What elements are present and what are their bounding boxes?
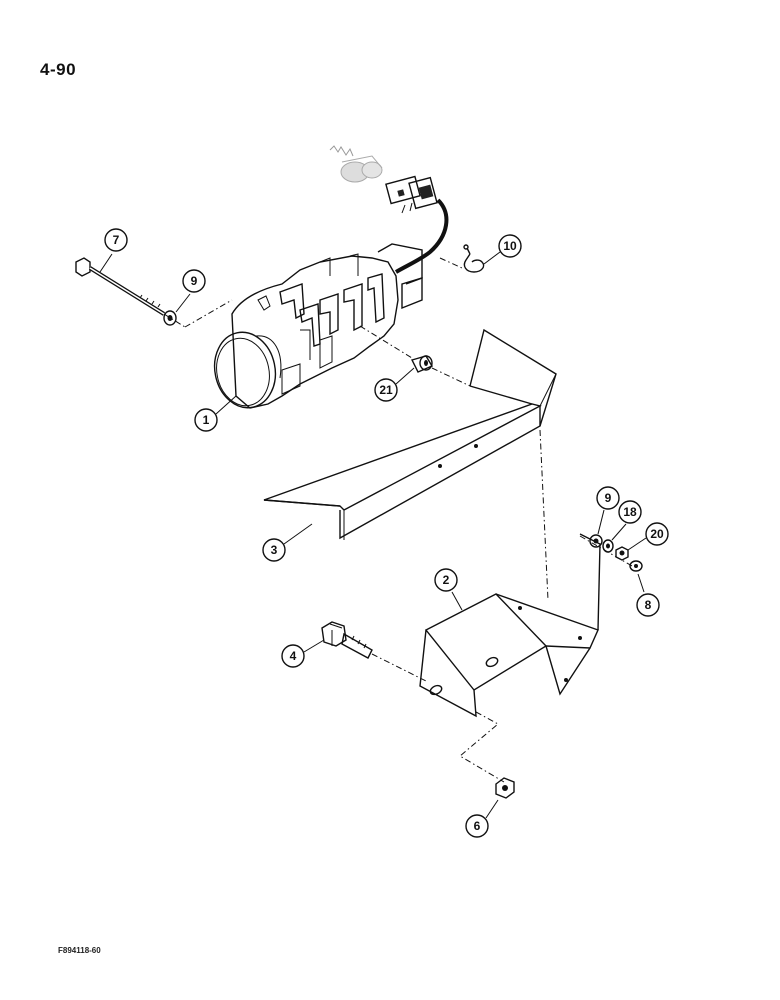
svg-text:7: 7 <box>113 233 120 247</box>
callout-9-left: 9 <box>175 269 206 313</box>
callouts: 7 9 10 1 21 <box>99 228 669 838</box>
svg-text:20: 20 <box>650 527 664 541</box>
spacer-part <box>359 325 471 387</box>
svg-text:1: 1 <box>203 413 210 427</box>
cap-nut-part <box>629 560 643 572</box>
long-bolt-part <box>75 257 186 328</box>
figure-id: F894118-60 <box>58 946 101 955</box>
wiring-harness <box>394 197 451 277</box>
svg-text:9: 9 <box>191 274 198 288</box>
svg-text:10: 10 <box>503 239 517 253</box>
electrical-plug <box>385 175 438 214</box>
callout-18: 18 <box>611 500 642 541</box>
support-bracket-part <box>419 533 601 718</box>
bolt-centerline <box>184 299 233 328</box>
svg-text:2: 2 <box>443 573 450 587</box>
washer-part-left <box>163 310 177 326</box>
callout-2: 2 <box>434 568 463 611</box>
washer-part-right <box>589 534 603 548</box>
callout-10: 10 <box>498 234 522 258</box>
page-number: 4-90 <box>40 60 77 79</box>
callout-8: 8 <box>636 573 660 617</box>
svg-text:9: 9 <box>605 491 612 505</box>
callout-1: 1 <box>194 395 237 432</box>
harness-connector-sketch <box>329 145 383 183</box>
hardware-centerline <box>579 535 633 567</box>
callout-3: 3 <box>262 523 313 562</box>
svg-text:18: 18 <box>623 505 637 519</box>
svg-text:4: 4 <box>290 649 297 663</box>
svg-text:21: 21 <box>379 383 393 397</box>
svg-text:6: 6 <box>474 819 481 833</box>
hex-bolt-part <box>321 621 505 783</box>
bracket-centerline <box>539 429 549 601</box>
svg-text:8: 8 <box>645 598 652 612</box>
mounting-bracket-part <box>263 328 557 540</box>
wire-clip-part <box>439 244 501 273</box>
callout-6: 6 <box>465 799 499 838</box>
hex-nut-part <box>495 777 515 799</box>
callout-21: 21 <box>374 367 415 402</box>
switch-housing-part <box>213 243 423 409</box>
svg-text:3: 3 <box>271 543 278 557</box>
callout-9-right: 9 <box>596 486 620 535</box>
callout-7: 7 <box>99 228 128 273</box>
callout-20: 20 <box>627 522 669 551</box>
callout-4: 4 <box>281 639 325 668</box>
